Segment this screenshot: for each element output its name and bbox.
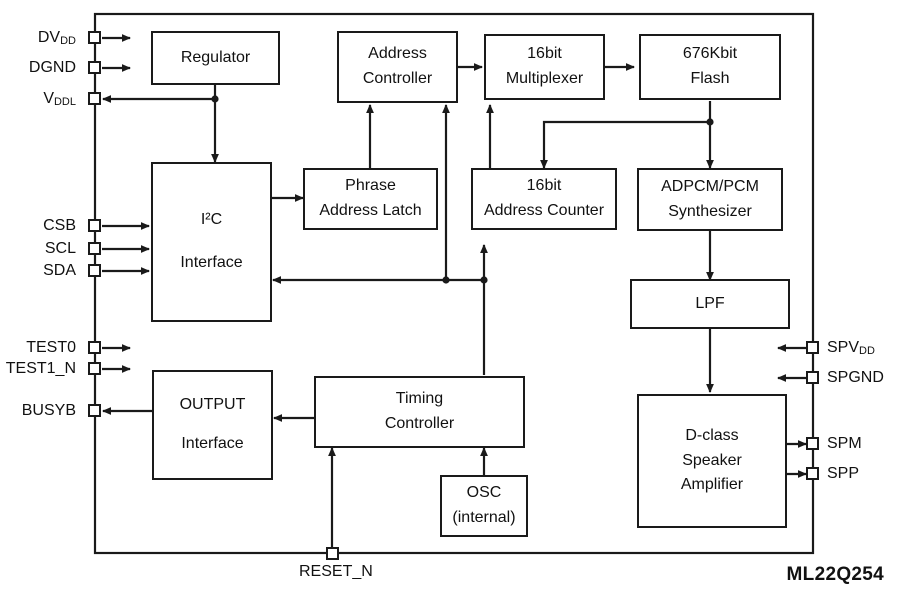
pin-spp[interactable] [806, 467, 819, 480]
block-label: 676Kbit [682, 45, 738, 63]
block-label: Controller [362, 70, 433, 87]
pin-spm[interactable] [806, 437, 819, 450]
pin-label-spvdd: SPVDD [827, 339, 875, 357]
pin-csb[interactable] [88, 219, 101, 232]
pin-label-spgnd: SPGND [827, 369, 884, 386]
pin-spvdd[interactable] [806, 341, 819, 354]
pin-label-test0: TEST0 [26, 339, 76, 356]
pin-sda[interactable] [88, 264, 101, 277]
pin-label-dgnd: DGND [28, 59, 76, 76]
block-label: Phrase [345, 177, 396, 195]
block-lpf[interactable]: LPF [630, 279, 790, 329]
pin-label-busyb: BUSYB [21, 402, 76, 419]
block-flash[interactable]: 676Kbit Flash [639, 34, 781, 100]
block-address-counter[interactable]: 16bit Address Counter [471, 168, 617, 230]
block-speaker-amplifier[interactable]: D-class Speaker Amplifier [637, 394, 787, 528]
pin-scl[interactable] [88, 242, 101, 255]
block-label: Synthesizer [668, 202, 752, 220]
block-label: Timing [395, 390, 444, 408]
block-timing-controller[interactable]: Timing Controller [314, 376, 525, 448]
pin-label-spm: SPM [827, 435, 862, 452]
block-label: Amplifier [680, 476, 744, 494]
block-label: Flash [690, 70, 730, 87]
block-multiplexer[interactable]: 16bit Multiplexer [484, 34, 605, 100]
block-label: 16bit [526, 177, 562, 195]
pin-test1-n[interactable] [88, 362, 101, 375]
block-label: (internal) [452, 509, 516, 526]
pin-label-scl: SCL [44, 240, 76, 257]
pin-label-spp: SPP [827, 465, 860, 482]
pin-label-dvdd: DVDD [37, 29, 76, 47]
block-address-controller[interactable]: Address Controller [337, 31, 458, 103]
block-label: Regulator [180, 48, 251, 66]
block-label: I²C [200, 211, 223, 229]
block-label: LPF [695, 294, 725, 312]
pin-dgnd[interactable] [88, 61, 101, 74]
block-label: Address [368, 45, 427, 63]
block-label: Speaker [682, 451, 742, 469]
block-label: ADPCM/PCM [661, 177, 759, 195]
chip-name-label: ML22Q254 [786, 564, 884, 585]
block-label: OSC [466, 484, 502, 502]
pin-dvdd[interactable] [88, 31, 101, 44]
block-label: Multiplexer [505, 70, 584, 87]
pin-label-reset-n: RESET_N [299, 563, 373, 580]
block-phrase-address-latch[interactable]: Phrase Address Latch [303, 168, 438, 230]
block-label: Interface [180, 254, 243, 271]
block-label: Address Counter [483, 202, 605, 219]
block-regulator[interactable]: Regulator [151, 31, 280, 85]
block-label: OUTPUT [179, 396, 246, 414]
pin-label-vddl: VDDL [43, 90, 76, 108]
block-synthesizer[interactable]: ADPCM/PCM Synthesizer [637, 168, 783, 231]
block-label: Controller [384, 415, 455, 432]
pin-vddl[interactable] [88, 92, 101, 105]
pin-busyb[interactable] [88, 404, 101, 417]
block-i2c-interface[interactable]: I²C Interface [151, 162, 272, 322]
block-output-interface[interactable]: OUTPUT Interface [152, 370, 273, 480]
block-label: D-class [685, 426, 739, 444]
block-label: Interface [181, 435, 244, 452]
pin-test0[interactable] [88, 341, 101, 354]
block-label: Address Latch [319, 202, 422, 219]
pin-label-csb: CSB [43, 217, 76, 234]
pin-spgnd[interactable] [806, 371, 819, 384]
block-label: 16bit [527, 45, 562, 63]
pin-label-sda: SDA [43, 262, 76, 279]
pin-label-test1-n: TEST1_N [5, 360, 76, 377]
pin-reset-n[interactable] [326, 547, 339, 560]
block-osc[interactable]: OSC (internal) [440, 475, 528, 537]
